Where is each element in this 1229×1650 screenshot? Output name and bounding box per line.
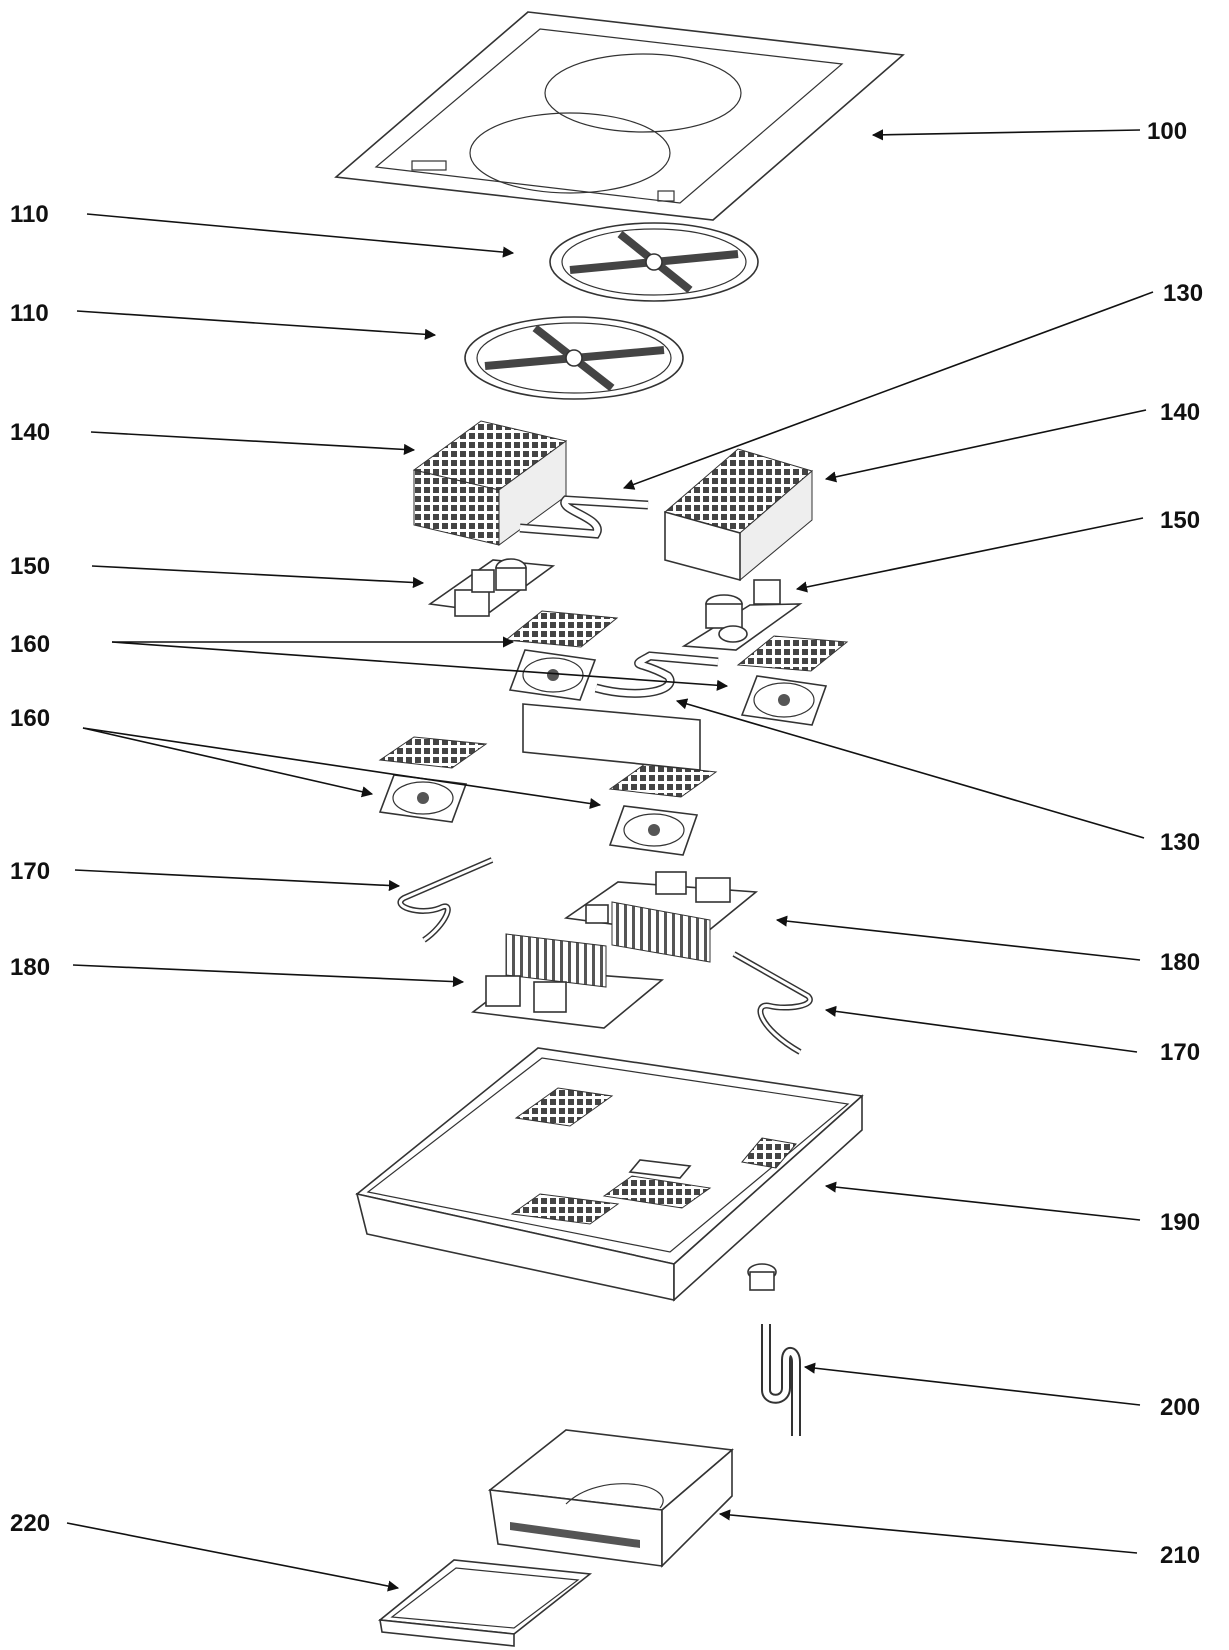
label-150-right: 150 bbox=[1160, 507, 1200, 534]
fan-grille-3 bbox=[378, 736, 488, 769]
power-cord bbox=[761, 1324, 801, 1436]
fan-1 bbox=[508, 649, 597, 701]
wire-harness-right bbox=[732, 951, 813, 1055]
reference-numerals: 100 110 110 130 140 140 150 150 160 160 … bbox=[10, 118, 1203, 1569]
filter-board-right bbox=[681, 579, 803, 651]
control-board-upper bbox=[563, 871, 759, 963]
coil-module-right bbox=[663, 448, 814, 582]
ribbon-cable-lower bbox=[594, 651, 719, 698]
label-110-lower: 110 bbox=[10, 300, 49, 327]
label-140-right: 140 bbox=[1160, 399, 1200, 426]
control-board-lower bbox=[470, 933, 665, 1029]
cooktop-glass-plate bbox=[334, 11, 905, 221]
label-180-right: 180 bbox=[1160, 949, 1200, 976]
label-190: 190 bbox=[1160, 1209, 1200, 1236]
label-150-left: 150 bbox=[10, 553, 50, 580]
terminal-box bbox=[487, 1429, 734, 1568]
fan-3 bbox=[378, 774, 468, 823]
air-duct-panel bbox=[522, 703, 701, 771]
label-210: 210 bbox=[1160, 1542, 1200, 1569]
fan-grille-1 bbox=[504, 610, 619, 648]
terminal-cover bbox=[377, 1559, 593, 1647]
coil-module-left bbox=[412, 420, 568, 546]
filter-board-left bbox=[427, 558, 556, 617]
fan-grille-4 bbox=[608, 763, 718, 798]
wire-harness-left bbox=[397, 857, 494, 943]
bottom-housing bbox=[355, 1047, 864, 1302]
coil-support-upper bbox=[549, 222, 759, 302]
label-200: 200 bbox=[1160, 1394, 1200, 1421]
ribbon-cable-upper bbox=[519, 495, 649, 539]
label-180-left: 180 bbox=[10, 954, 50, 981]
fan-2 bbox=[740, 675, 828, 726]
label-170-right: 170 bbox=[1160, 1039, 1200, 1066]
coil-support-lower bbox=[464, 316, 684, 400]
label-220: 220 bbox=[10, 1510, 50, 1537]
label-130-lower: 130 bbox=[1160, 829, 1200, 856]
fan-grille-2 bbox=[736, 635, 849, 672]
fan-4 bbox=[608, 805, 699, 856]
label-100: 100 bbox=[1147, 118, 1187, 145]
power-cord-gland bbox=[747, 1263, 777, 1291]
label-110-upper: 110 bbox=[10, 201, 49, 228]
label-170-left: 170 bbox=[10, 858, 50, 885]
label-160-upper: 160 bbox=[10, 631, 50, 658]
leader-lines bbox=[66, 129, 1154, 1592]
label-140-left: 140 bbox=[10, 419, 50, 446]
label-130-upper: 130 bbox=[1163, 280, 1203, 307]
label-160-lower: 160 bbox=[10, 705, 50, 732]
